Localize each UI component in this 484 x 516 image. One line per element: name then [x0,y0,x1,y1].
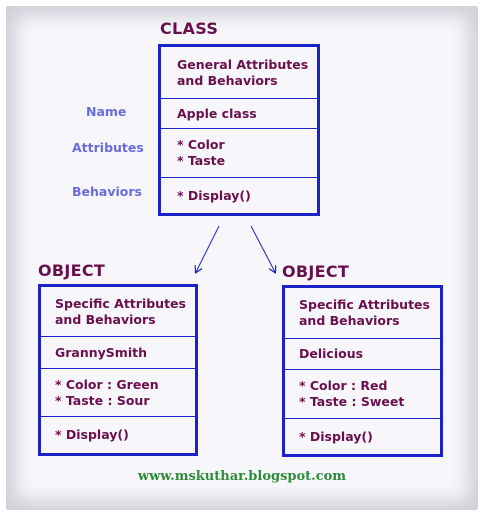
class-header-line2: and Behaviors [177,72,278,88]
object-header-line2: and Behaviors [55,311,156,327]
object-attr-taste: * Taste : Sweet [299,394,405,409]
class-heading: CLASS [160,19,219,38]
object-header-line1: Specific Attributes [55,295,186,311]
object-heading-right: OBJECT [282,262,350,281]
arrow-left [196,225,220,272]
object-attr-color: * Color : Green [55,376,159,392]
object-header-line1: Specific Attributes [299,297,430,312]
object-attributes: * Color : Red * Taste : Sweet [285,370,440,419]
label-name: Name [86,104,127,119]
object-name: Delicious [285,339,440,370]
object-name-text: GrannySmith [55,344,147,360]
class-name: Apple class [161,99,317,129]
class-attr-color: * Color [177,137,225,152]
object-attr-taste: * Taste : Sour [55,392,150,408]
object-header-line2: and Behaviors [299,313,400,328]
object-header: Specific Attributes and Behaviors [285,288,440,339]
class-header-line1: General Attributes [177,56,309,72]
object-behaviors: * Display() [285,419,440,454]
class-header: General Attributes and Behaviors [161,47,317,99]
class-behavior-display: * Display() [177,187,251,203]
object-heading-left: OBJECT [38,261,106,280]
label-behaviors: Behaviors [72,184,142,199]
object-attr-color: * Color : Red [299,378,388,393]
class-name-text: Apple class [177,105,257,121]
object-behavior-display: * Display() [55,427,129,442]
object-behavior-display: * Display() [299,428,373,444]
object-name: GrannySmith [41,337,195,369]
object-name-text: Delicious [299,346,364,361]
class-behaviors: * Display() [161,178,317,213]
object-box-grannysmith: Specific Attributes and Behaviors Granny… [38,284,198,456]
object-header: Specific Attributes and Behaviors [41,287,195,337]
object-attributes: * Color : Green * Taste : Sour [41,369,195,417]
arrow-right [250,225,275,272]
object-behaviors: * Display() [41,417,195,453]
class-box: General Attributes and Behaviors Apple c… [158,44,320,216]
label-attributes: Attributes [72,140,144,155]
class-attr-taste: * Taste [177,153,226,168]
footer-url: www.mskuthar.blogspot.com [137,469,347,484]
object-box-delicious: Specific Attributes and Behaviors Delici… [282,285,443,457]
class-attributes: * Color * Taste [161,129,317,178]
